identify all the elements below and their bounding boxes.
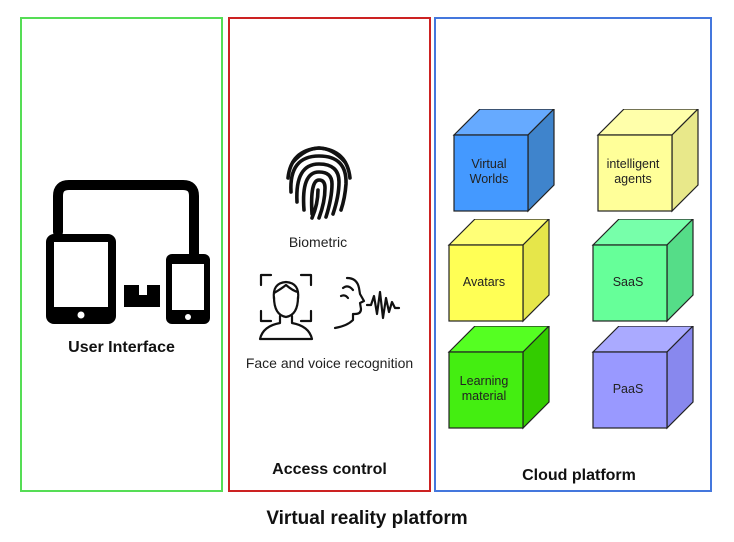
cube-label: Virtual Worlds [469,157,509,186]
cube-virtual-worlds: Virtual Worlds [452,109,556,213]
biometric-label: Biometric [288,234,348,250]
face-voice-label: Face and voice recognition [245,355,414,371]
cloud-platform-panel [434,17,712,492]
fingerprint-icon [286,146,352,220]
voice-icon [333,276,401,330]
cube-learning-material: Learning material [447,326,551,430]
devices-icon [46,180,210,324]
user-interface-title: User Interface [68,339,175,356]
cube-saas: SaaS [591,219,695,323]
cube-label: Learning material [459,374,509,403]
cube-avatars: Avatars [447,219,551,323]
user-interface-panel [20,17,223,492]
access-control-title: Access control [272,461,387,478]
cube-label: Avatars [462,274,506,289]
face-scan-icon [258,273,314,341]
cube-label: intelligent agents [606,157,660,186]
cloud-platform-title: Cloud platform [522,467,636,484]
cube-label: SaaS [612,274,644,289]
access-control-panel [228,17,431,492]
cube-label: PaaS [612,381,644,396]
page-title: Virtual reality platform [266,508,468,529]
cube-paas: PaaS [591,326,695,430]
cube-intelligent-agents: intelligent agents [596,109,700,213]
